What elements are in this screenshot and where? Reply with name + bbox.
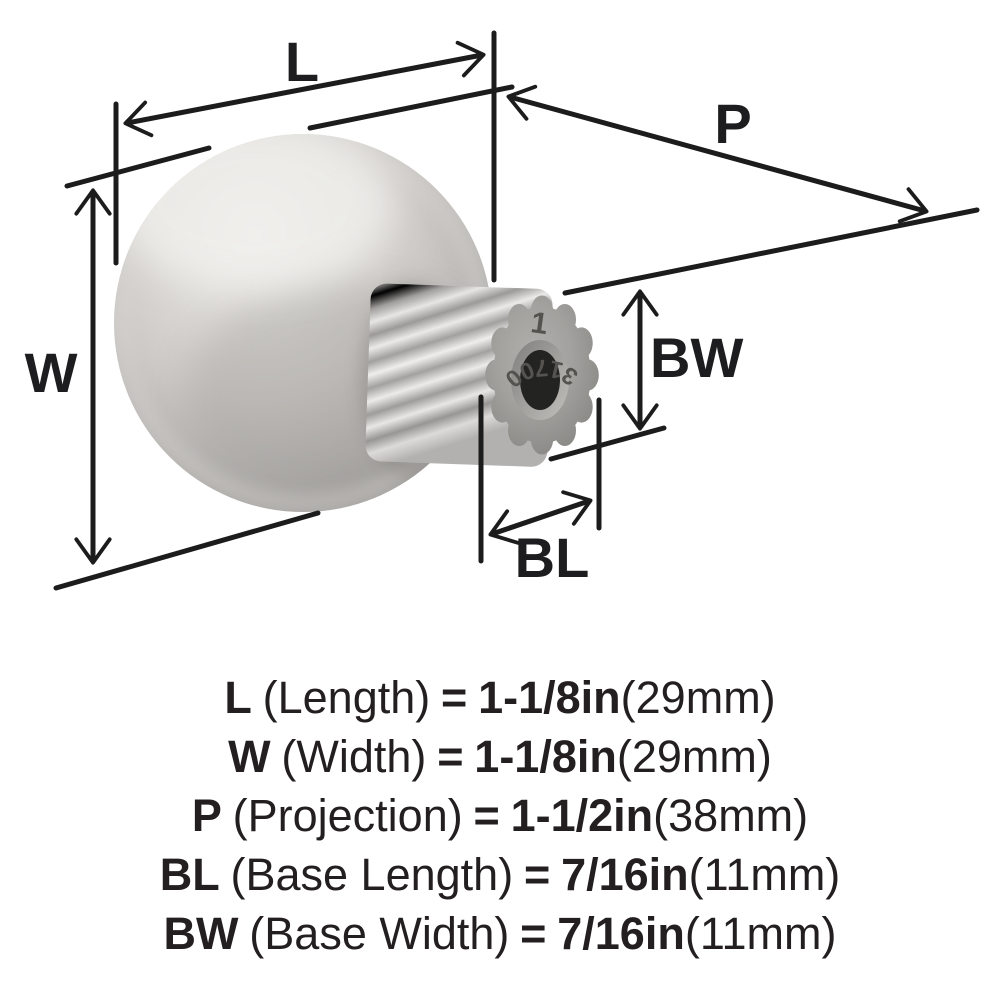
projection-dimension-line bbox=[506, 84, 929, 224]
spec-name: (Width) bbox=[281, 731, 427, 782]
spec-code: BL bbox=[159, 849, 220, 900]
label-length: L bbox=[285, 30, 319, 93]
knob-illustration: 1 31700 bbox=[114, 134, 599, 512]
spec-value: 1-1/8in bbox=[478, 672, 621, 723]
dimension-lines bbox=[53, 30, 980, 591]
base-length-dimension-line bbox=[488, 490, 593, 545]
spec-equals: = bbox=[473, 790, 500, 841]
spec-metric: (29mm) bbox=[616, 731, 772, 782]
spec-code: L bbox=[224, 672, 252, 723]
spec-metric: (29mm) bbox=[620, 672, 776, 723]
spec-name: (Base Length) bbox=[230, 849, 514, 900]
spec-row-base-width: BW (Base Width) = 7/16in (11mm) bbox=[164, 904, 837, 963]
length-dimension-line bbox=[123, 40, 486, 138]
spec-metric: (11mm) bbox=[684, 908, 837, 959]
projection-extension-line bbox=[562, 207, 980, 296]
tick-base-bottom bbox=[548, 425, 667, 462]
spec-code: BW bbox=[163, 908, 239, 959]
spec-equals: = bbox=[437, 731, 464, 782]
label-base-length: BL bbox=[515, 526, 590, 589]
screw-hole bbox=[520, 350, 560, 410]
sphere-highlight bbox=[115, 134, 395, 290]
spec-row-length: L (Length) = 1-1/8in (29mm) bbox=[224, 668, 775, 727]
label-projection: P bbox=[714, 92, 751, 155]
spec-value: 7/16in bbox=[561, 849, 689, 900]
spec-code: W bbox=[228, 731, 271, 782]
spec-name: (Length) bbox=[262, 672, 431, 723]
spec-row-base-length: BL (Base Length) = 7/16in (11mm) bbox=[160, 845, 841, 904]
knob-base-face bbox=[485, 295, 599, 455]
spec-legend: L (Length) = 1-1/8in (29mm) W (Width) = … bbox=[0, 668, 1000, 963]
spec-name: (Base Width) bbox=[249, 908, 510, 959]
spec-metric: (38mm) bbox=[653, 790, 809, 841]
tick-top-right bbox=[307, 84, 515, 131]
label-base-width: BW bbox=[650, 326, 743, 389]
tick-bottom-left bbox=[53, 510, 321, 591]
engraving-face-number: 1 bbox=[529, 306, 550, 341]
spec-row-projection: P (Projection) = 1-1/2in (38mm) bbox=[192, 786, 808, 845]
label-width: W bbox=[25, 341, 78, 404]
spec-name: (Projection) bbox=[232, 790, 463, 841]
diagram-canvas: 1 31700 L P W BW BL bbox=[25, 30, 980, 591]
spec-row-width: W (Width) = 1-1/8in (29mm) bbox=[228, 727, 772, 786]
spec-value: 1-1/8in bbox=[474, 731, 617, 782]
spec-code: P bbox=[191, 790, 222, 841]
spec-value: 1-1/2in bbox=[510, 790, 654, 841]
spec-equals: = bbox=[520, 908, 547, 959]
spec-value: 7/16in bbox=[557, 908, 685, 959]
spec-metric: (11mm) bbox=[688, 849, 841, 900]
tick-top-left bbox=[64, 145, 212, 189]
spec-equals: = bbox=[441, 672, 468, 723]
spec-equals: = bbox=[523, 849, 551, 900]
